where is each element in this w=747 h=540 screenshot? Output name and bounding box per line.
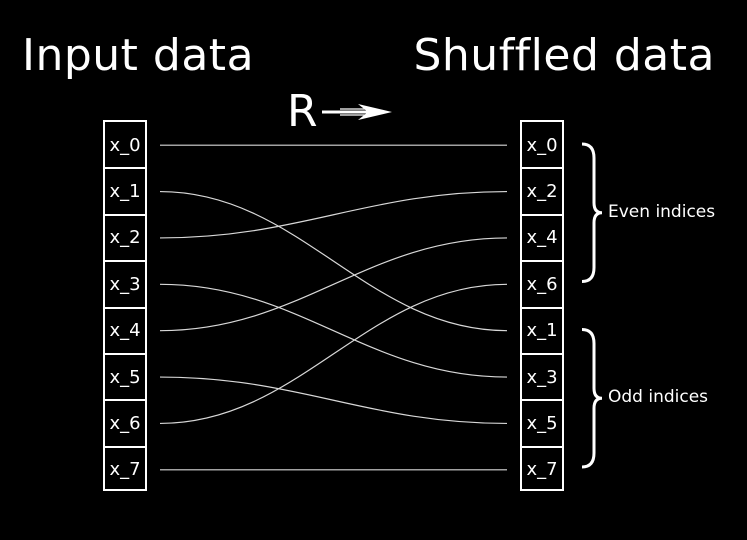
output-cell-divider — [522, 306, 562, 309]
wire-5-to-6 — [159, 376, 508, 425]
output-cell-2: x_4 — [526, 227, 558, 249]
right-arrow-icon — [322, 104, 392, 120]
input-cell-0: x_0 — [109, 134, 141, 156]
input-column: x_0 x_1 x_2 x_3 x_4 x_5 x_6 x_7 — [103, 120, 147, 491]
input-cell-divider — [105, 399, 145, 402]
wire-4-to-2 — [159, 237, 508, 332]
input-cell-3: x_3 — [109, 273, 141, 295]
output-cell-divider — [522, 399, 562, 402]
wire-2-to-1 — [159, 190, 508, 239]
output-column: x_0 x_2 x_4 x_6 x_1 x_3 x_5 x_7 — [520, 120, 564, 491]
input-cell-divider — [105, 445, 145, 448]
wire-6-to-3 — [159, 283, 508, 425]
input-cell-2: x_2 — [109, 227, 141, 249]
input-cell-7: x_7 — [109, 459, 141, 481]
output-cell-0: x_0 — [526, 134, 558, 156]
input-cell-divider — [105, 167, 145, 170]
wire-1-to-4 — [159, 190, 508, 332]
input-cell-divider — [105, 352, 145, 355]
output-cell-divider — [522, 213, 562, 216]
output-cell-5: x_3 — [526, 366, 558, 388]
output-cell-divider — [522, 445, 562, 448]
input-cell-6: x_6 — [109, 412, 141, 434]
shuffle-operator-label: R — [287, 86, 318, 137]
output-cell-4: x_1 — [526, 320, 558, 342]
input-cell-divider — [105, 260, 145, 263]
input-cell-5: x_5 — [109, 366, 141, 388]
group-brace-0 — [581, 142, 603, 283]
input-title: Input data — [22, 30, 255, 81]
input-cell-4: x_4 — [109, 320, 141, 342]
group-label-0: Even indices — [608, 201, 716, 222]
output-cell-divider — [522, 167, 562, 170]
output-cell-divider — [522, 260, 562, 263]
group-brace-1 — [581, 328, 603, 469]
group-label-1: Odd indices — [608, 387, 709, 408]
output-cell-1: x_2 — [526, 181, 558, 203]
output-cell-6: x_5 — [526, 412, 558, 434]
input-cell-divider — [105, 213, 145, 216]
output-cell-3: x_6 — [526, 273, 558, 295]
output-title: Shuffled data — [413, 30, 715, 81]
output-cell-7: x_7 — [526, 459, 558, 481]
input-cell-divider — [105, 306, 145, 309]
input-cell-1: x_1 — [109, 181, 141, 203]
output-cell-divider — [522, 352, 562, 355]
wire-3-to-5 — [159, 283, 508, 378]
